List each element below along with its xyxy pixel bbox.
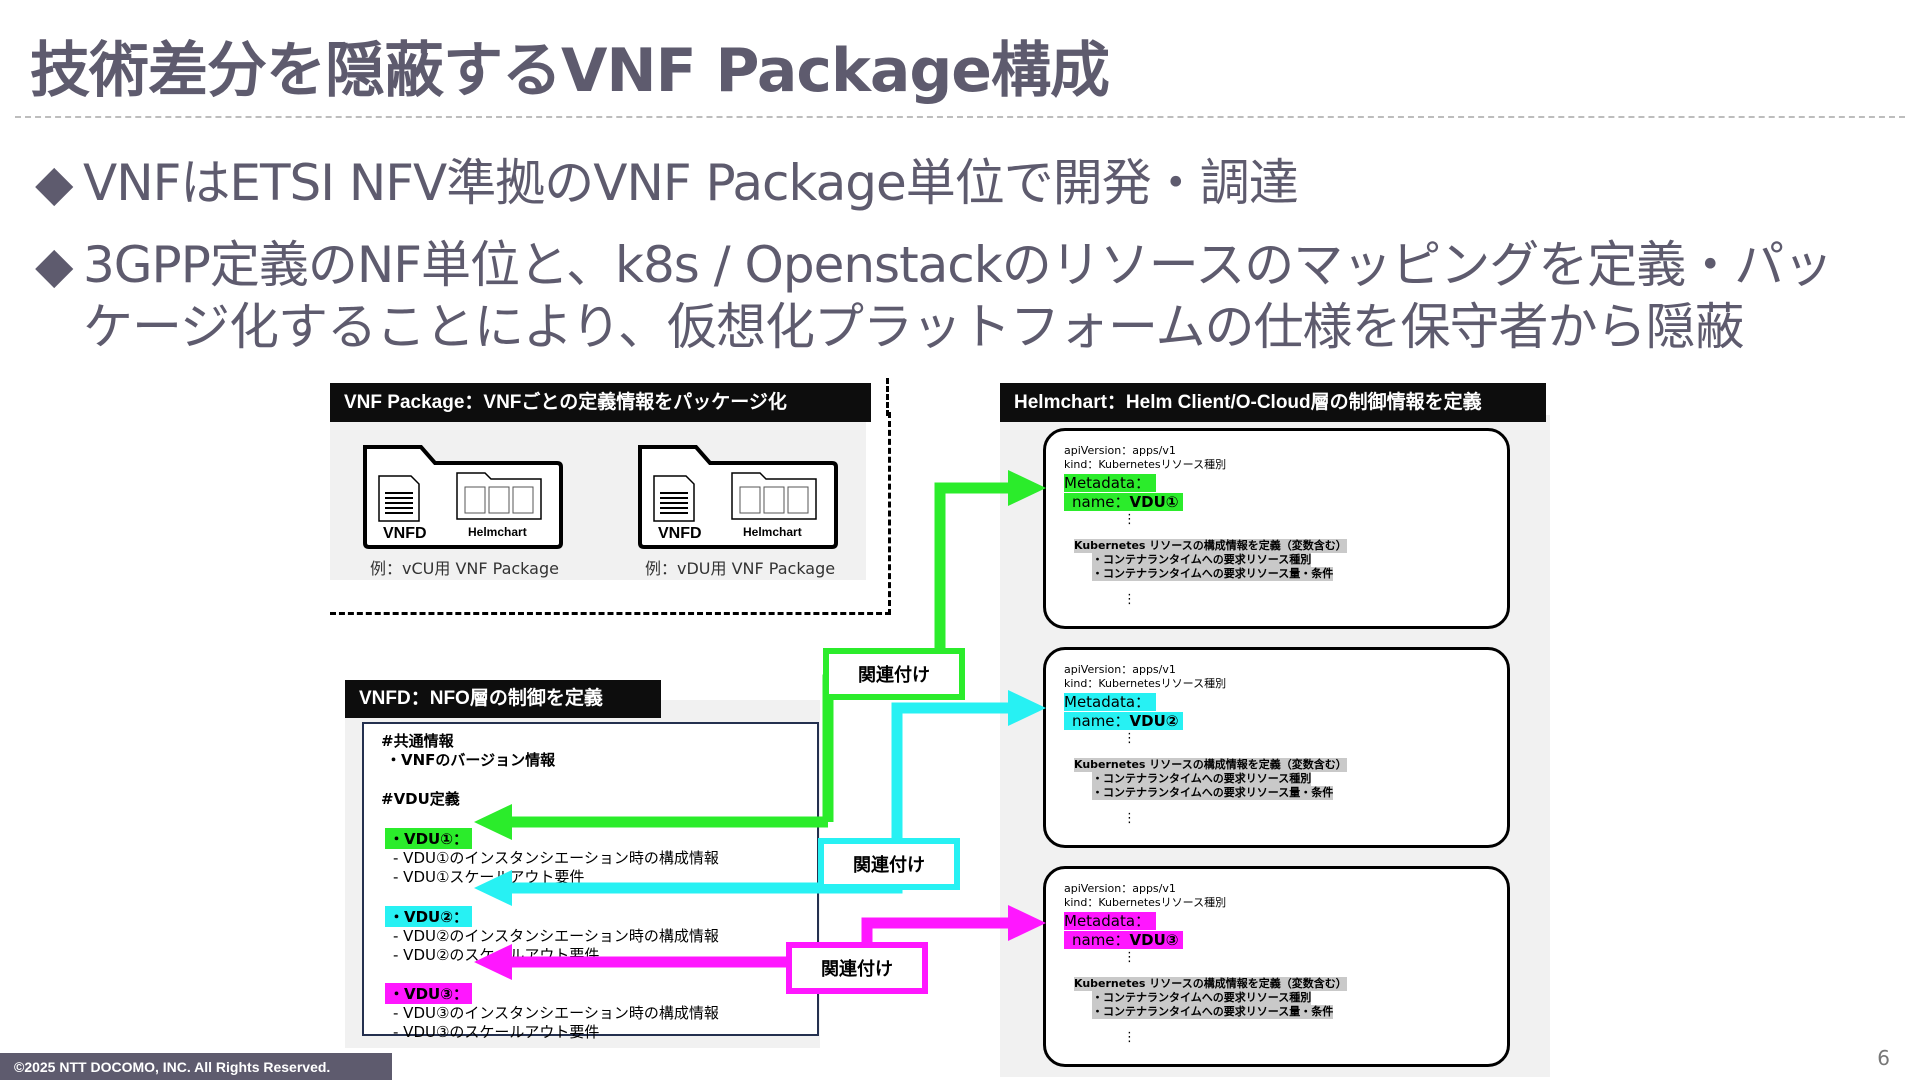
vdu2-block: ・VDU②： - VDU②のインスタンシエーション時の構成情報 - VDU②のス… xyxy=(385,906,719,965)
resource-item-1: ・コンテナランタイムへの要求リソース種別 xyxy=(1092,553,1312,567)
document-icon xyxy=(378,475,420,522)
bullet-2: ◆3GPP定義のNF単位と、k8s / Openstackのリソースのマッピング… xyxy=(35,235,1833,295)
helm-card-vdu2: apiVersion：apps/v1 kind：Kubernetesリソース種別… xyxy=(1043,647,1510,848)
title-divider xyxy=(15,116,1905,118)
vnf-package-folder-vdu: VNFD Helmchart xyxy=(636,441,840,551)
magenta-link-arrow xyxy=(474,905,1046,980)
name-row: name：VDU① xyxy=(1064,493,1183,511)
name-row: name：VDU③ xyxy=(1064,931,1183,949)
document-icon xyxy=(653,475,695,522)
bullet-2-continuation: ケージ化することにより、仮想化プラットフォームの仕様を保守者から隠蔽 xyxy=(83,298,1744,356)
resource-item-1: ・コンテナランタイムへの要求リソース種別 xyxy=(1092,772,1312,786)
resource-title: Kubernetes リソースの構成情報を定義（変数含む） xyxy=(1074,758,1347,772)
helm-card-vdu1: apiVersion：apps/v1 kind：Kubernetesリソース種別… xyxy=(1043,428,1510,629)
vdu1-block: ・VDU①： - VDU①のインスタンシエーション時の構成情報 - VDU①スケ… xyxy=(385,828,719,887)
name-value: VDU① xyxy=(1129,493,1179,511)
name-value: VDU② xyxy=(1129,712,1179,730)
bullet-1: ◆VNFはETSI NFV準拠のVNF Package単位で開発・調達 xyxy=(35,153,1299,213)
bullet-2-text: 3GPP定義のNF単位と、k8s / Openstackのリソースのマッピングを… xyxy=(83,236,1833,294)
vdu-title: #VDU定義 xyxy=(381,790,460,808)
kind: kind：Kubernetesリソース種別 xyxy=(1064,458,1227,471)
vdu1-line2: - VDU①スケールアウト要件 xyxy=(393,868,585,886)
vdu3-block: ・VDU③： - VDU③のインスタンシエーション時の構成情報 - VDU③のス… xyxy=(385,983,719,1042)
vnfd-label: VNFD xyxy=(658,525,702,542)
ellipsis-icon: ⋮ xyxy=(1123,731,1136,746)
helm-card-vdu3: apiVersion：apps/v1 kind：Kubernetesリソース種別… xyxy=(1043,866,1510,1067)
ellipsis-icon: ⋮ xyxy=(1123,1030,1136,1045)
vdu3-line1: - VDU③のインスタンシエーション時の構成情報 xyxy=(393,1004,719,1022)
api-version: apiVersion：apps/v1 xyxy=(1064,882,1176,895)
api-version: apiVersion：apps/v1 xyxy=(1064,444,1176,457)
vnf-package-dashed-frame xyxy=(330,412,891,615)
metadata-key: Metadata： xyxy=(1064,474,1157,492)
kind: kind：Kubernetesリソース種別 xyxy=(1064,896,1227,909)
cyan-link-arrow xyxy=(474,690,1046,906)
common-title: #共通情報 xyxy=(381,732,454,750)
vcu-caption: 例：vCU用 VNF Package xyxy=(370,559,559,578)
vdu1-line1: - VDU①のインスタンシエーション時の構成情報 xyxy=(393,849,719,867)
link-label-cyan: 関連付け xyxy=(818,838,960,890)
ellipsis-icon: ⋮ xyxy=(1123,512,1136,527)
metadata-key: Metadata： xyxy=(1064,912,1157,930)
vdu-caption: 例：vDU用 VNF Package xyxy=(645,559,836,578)
name-row: name：VDU② xyxy=(1064,712,1183,730)
vnfd-content-box: #共通情報 ・VNFのバージョン情報 #VDU定義 ・VDU①： - VDU①の… xyxy=(362,722,819,1041)
api-version: apiVersion：apps/v1 xyxy=(1064,663,1176,676)
vdu3-line2: - VDU③のスケールアウト要件 xyxy=(393,1023,600,1041)
name-key: name： xyxy=(1072,931,1130,949)
chart-folder-icon xyxy=(456,472,542,520)
page-title: 技術差分を隠蔽するVNF Package構成 xyxy=(30,36,1110,106)
resource-item-2: ・コンテナランタイムへの要求リソース量・条件 xyxy=(1092,1005,1334,1019)
ellipsis-icon: ⋮ xyxy=(1123,592,1136,607)
kind: kind：Kubernetesリソース種別 xyxy=(1064,677,1227,690)
copyright-footer: ©2025 NTT DOCOMO, INC. All Rights Reserv… xyxy=(0,1053,392,1080)
diamond-icon: ◆ xyxy=(35,236,73,294)
vdu1-tag: ・VDU①： xyxy=(385,828,472,849)
helmchart-label: Helmchart xyxy=(468,525,527,539)
common-item: ・VNFのバージョン情報 xyxy=(386,751,556,769)
metadata-key: Metadata： xyxy=(1064,693,1157,711)
folder-icon xyxy=(363,445,563,549)
helmchart-label: Helmchart xyxy=(743,525,802,539)
dashed-vert-ext xyxy=(886,378,889,416)
ellipsis-icon: ⋮ xyxy=(1123,811,1136,826)
resource-title: Kubernetes リソースの構成情報を定義（変数含む） xyxy=(1074,977,1347,991)
vnf-package-header: VNF Package：VNFごとの定義情報をパッケージ化 xyxy=(330,383,871,422)
page-number: 6 xyxy=(1877,1046,1890,1070)
vdu2-line1: - VDU②のインスタンシエーション時の構成情報 xyxy=(393,927,719,945)
chart-folder-icon xyxy=(731,472,817,520)
diamond-icon: ◆ xyxy=(35,154,73,212)
link-label-green: 関連付け xyxy=(823,648,965,700)
folder-icon xyxy=(638,445,838,549)
resource-item-1: ・コンテナランタイムへの要求リソース種別 xyxy=(1092,991,1312,1005)
vnfd-header: VNFD：NFO層の制御を定義 xyxy=(345,680,661,718)
ellipsis-icon: ⋮ xyxy=(1123,950,1136,965)
vdu2-tag: ・VDU②： xyxy=(385,906,472,927)
vdu3-tag: ・VDU③： xyxy=(385,983,472,1004)
name-key: name： xyxy=(1072,493,1130,511)
name-value: VDU③ xyxy=(1129,931,1179,949)
name-key: name： xyxy=(1072,712,1130,730)
resource-item-2: ・コンテナランタイムへの要求リソース量・条件 xyxy=(1092,567,1334,581)
link-label-magenta: 関連付け xyxy=(786,942,928,994)
vnfd-label: VNFD xyxy=(383,525,427,542)
resource-item-2: ・コンテナランタイムへの要求リソース量・条件 xyxy=(1092,786,1334,800)
helmchart-header: Helmchart：Helm Client/O-Cloud層の制御情報を定義 xyxy=(1000,383,1546,422)
vnf-package-folder-vcu: VNFD Helmchart xyxy=(361,441,565,551)
resource-title: Kubernetes リソースの構成情報を定義（変数含む） xyxy=(1074,539,1347,553)
bullet-1-text: VNFはETSI NFV準拠のVNF Package単位で開発・調達 xyxy=(83,154,1299,212)
